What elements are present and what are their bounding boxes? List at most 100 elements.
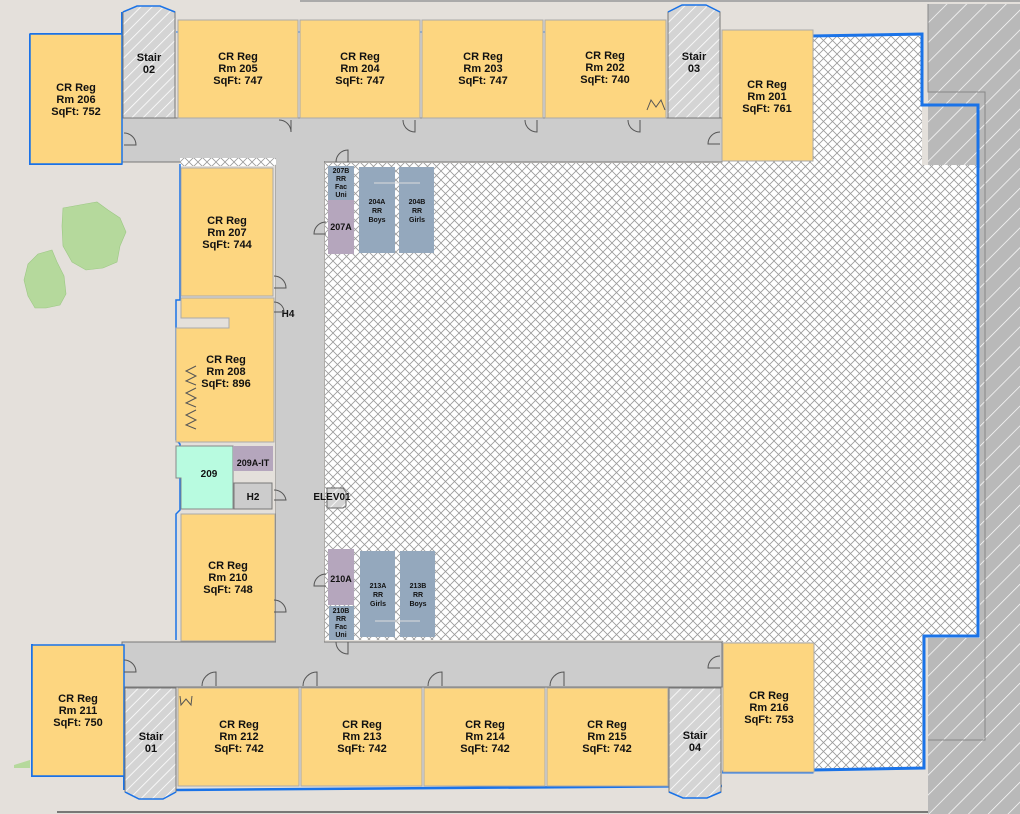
stair-number: 03	[688, 63, 700, 75]
svg-text:Girls: Girls	[370, 601, 386, 608]
svg-text:207A: 207A	[330, 222, 352, 232]
stair-01[interactable]: Stair 01	[124, 687, 177, 800]
svg-text:Rm 205: Rm 205	[218, 63, 257, 75]
svg-text:SqFt: 742: SqFt: 742	[214, 743, 264, 755]
room-label: RR	[373, 592, 383, 599]
svg-text:209: 209	[201, 469, 218, 480]
svg-text:Fac: Fac	[335, 624, 347, 631]
svg-text:Rm 208: Rm 208	[206, 366, 245, 378]
svg-text:SqFt: 740: SqFt: 740	[580, 74, 630, 86]
restroom-213a[interactable]: 213A RR Girls	[360, 551, 395, 637]
classroom-rm-214[interactable]: CR Reg Rm 214 SqFt: 742	[423, 687, 546, 787]
classroom-rm-211[interactable]: CR Reg Rm 211 SqFt: 750	[31, 644, 125, 777]
room-label: 204A	[369, 199, 386, 206]
svg-text:SqFt: 748: SqFt: 748	[203, 584, 253, 596]
green-area-trees	[14, 201, 127, 768]
room-sqft: SqFt: 753	[744, 714, 794, 726]
svg-text:204A: 204A	[369, 199, 386, 206]
room-type: CR Reg	[747, 79, 787, 91]
stair-03[interactable]: Stair 03	[667, 4, 721, 119]
svg-text:Boys: Boys	[368, 217, 385, 224]
restroom-204a[interactable]: 204A RR Boys	[359, 167, 395, 253]
room-number: Rm 215	[587, 731, 626, 743]
room-number: Rm 206	[56, 94, 95, 106]
stair-label: Stair	[137, 52, 162, 64]
room-label: Fac	[335, 184, 347, 191]
svg-text:03: 03	[688, 63, 700, 75]
restroom-210b[interactable]: 210B RR Fac Uni	[329, 606, 354, 640]
svg-text:Rm 215: Rm 215	[587, 731, 626, 743]
restroom-213b[interactable]: 213B RR Boys	[400, 551, 435, 637]
support-room-209a-it[interactable]: 209A-IT	[233, 446, 273, 471]
stair-02[interactable]: Stair 02	[122, 5, 176, 119]
room-label: Boys	[409, 601, 426, 608]
classroom-rm-201[interactable]: CR Reg Rm 201 SqFt: 761	[721, 29, 814, 162]
svg-text:213A: 213A	[370, 583, 387, 590]
svg-text:CR Reg: CR Reg	[58, 693, 98, 705]
svg-text:Boys: Boys	[409, 601, 426, 608]
svg-text:Rm 212: Rm 212	[219, 731, 258, 743]
svg-text:SqFt: 742: SqFt: 742	[582, 743, 632, 755]
svg-text:213B: 213B	[410, 583, 427, 590]
support-room-210a[interactable]: 210A	[328, 549, 354, 605]
classroom-rm-202[interactable]: CR Reg Rm 202 SqFt: 740	[544, 19, 667, 119]
classroom-rm-208[interactable]: CR Reg Rm 208 SqFt: 896	[175, 297, 275, 443]
classroom-rm-205[interactable]: CR Reg Rm 205 SqFt: 747	[177, 19, 299, 119]
classroom-rm-213[interactable]: CR Reg Rm 213 SqFt: 742	[300, 687, 423, 787]
room-sqft: SqFt: 747	[458, 75, 508, 87]
stair-04[interactable]: Stair 04	[668, 687, 722, 799]
room-number: Rm 214	[465, 731, 505, 743]
stair-number: 04	[689, 742, 702, 754]
support-room-h2[interactable]: H2	[233, 482, 273, 510]
room-type: CR Reg	[56, 82, 96, 94]
room-label: Uni	[335, 192, 346, 199]
svg-text:SqFt: 761: SqFt: 761	[742, 103, 792, 115]
room-label: 213A	[370, 583, 387, 590]
restroom-207b[interactable]: 207B RR Fac Uni	[328, 166, 354, 200]
room-type: CR Reg	[218, 51, 258, 63]
svg-text:Rm 206: Rm 206	[56, 94, 95, 106]
svg-text:Rm 202: Rm 202	[585, 62, 624, 74]
classroom-rm-216[interactable]: CR Reg Rm 216 SqFt: 753	[722, 642, 815, 773]
it-room-209[interactable]: 209	[175, 445, 234, 510]
marker-h4[interactable]: H4	[282, 309, 295, 320]
classroom-rm-204[interactable]: CR Reg Rm 204 SqFt: 747	[299, 19, 421, 119]
svg-text:RR: RR	[372, 208, 382, 215]
room-number: Rm 210	[208, 572, 247, 584]
svg-text:Rm 214: Rm 214	[465, 731, 505, 743]
double-door-icon	[179, 695, 193, 707]
svg-text:04: 04	[689, 742, 702, 754]
svg-text:ELEV01: ELEV01	[313, 492, 351, 503]
room-label: 213B	[410, 583, 427, 590]
room-number: Rm 213	[342, 731, 381, 743]
support-room-207a[interactable]: 207A	[328, 200, 354, 254]
svg-text:Uni: Uni	[335, 632, 346, 639]
door-swing-icons	[123, 119, 721, 687]
classroom-rm-210[interactable]: CR Reg Rm 210 SqFt: 748	[180, 513, 276, 642]
room-type: CR Reg	[219, 719, 259, 731]
room-label: RR	[372, 208, 382, 215]
room-type: CR Reg	[58, 693, 98, 705]
room-number: Rm 216	[749, 702, 788, 714]
room-label: Girls	[409, 217, 425, 224]
room-sqft: SqFt: 742	[214, 743, 264, 755]
svg-text:209A-IT: 209A-IT	[237, 458, 270, 468]
casework-doors-icon	[184, 365, 198, 430]
room-label: 209A-IT	[237, 458, 270, 468]
courtyard-area	[325, 36, 978, 768]
restroom-204b[interactable]: 204B RR Girls	[399, 167, 434, 253]
classroom-rm-206[interactable]: CR Reg Rm 206 SqFt: 752	[29, 33, 123, 165]
classroom-rm-212[interactable]: CR Reg Rm 212 SqFt: 742	[177, 687, 300, 787]
classroom-rm-207[interactable]: CR Reg Rm 207 SqFt: 744	[180, 167, 274, 297]
svg-text:02: 02	[143, 64, 155, 76]
room-type: CR Reg	[340, 51, 380, 63]
svg-text:Stair: Stair	[139, 731, 164, 743]
classroom-rm-203[interactable]: CR Reg Rm 203 SqFt: 747	[421, 19, 544, 119]
room-sqft: SqFt: 747	[213, 75, 263, 87]
room-label: 209	[201, 469, 218, 480]
elevator-elev01[interactable]: ELEV01	[313, 487, 351, 509]
svg-text:Rm 213: Rm 213	[342, 731, 381, 743]
room-sqft: SqFt: 742	[337, 743, 387, 755]
classroom-rm-215[interactable]: CR Reg Rm 215 SqFt: 742	[546, 687, 669, 787]
